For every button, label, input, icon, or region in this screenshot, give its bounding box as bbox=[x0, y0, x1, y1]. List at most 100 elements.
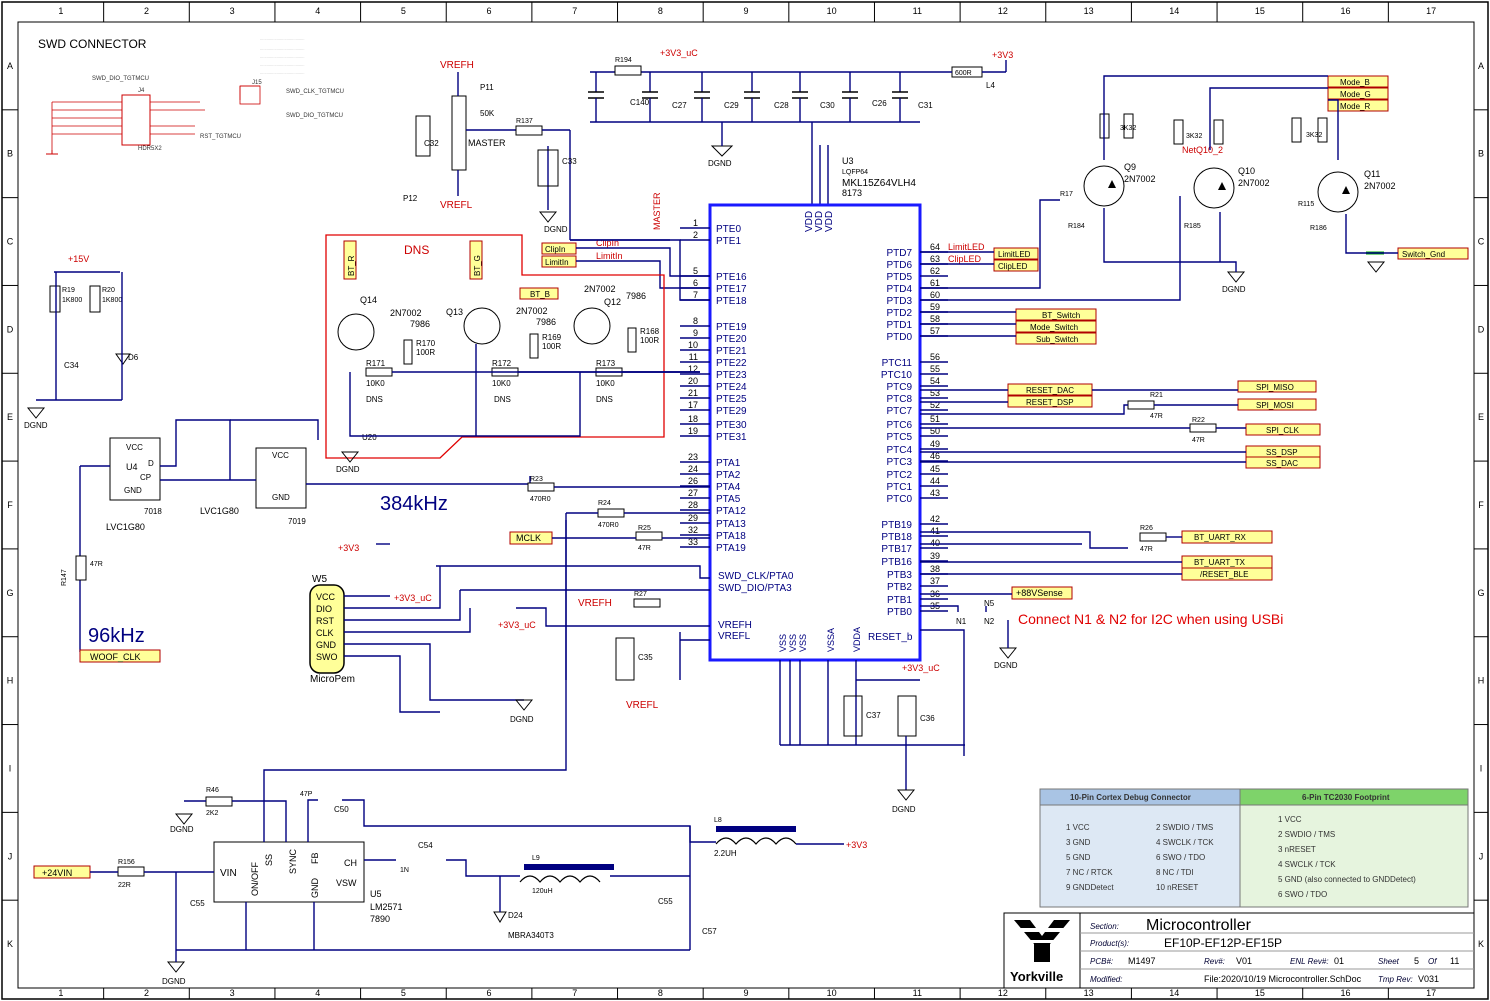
mcu-pin-number: 49 bbox=[930, 439, 940, 449]
row-marker-I: I bbox=[1480, 763, 1483, 773]
tb-rev-label: Rev#: bbox=[1204, 957, 1225, 966]
mcu-pin-name: PTC3 bbox=[886, 457, 912, 468]
q14-part: 2N7002 bbox=[390, 308, 422, 318]
row-marker-D: D bbox=[1478, 324, 1485, 334]
mcu-pin-name: PTE31 bbox=[716, 432, 747, 443]
swd-net-dio-label-2: SWD_DIO_TGTMCU bbox=[286, 113, 343, 119]
u5-gnd: GND bbox=[310, 878, 320, 899]
tb-products: EF10P-EF12P-EF15P bbox=[1164, 936, 1282, 950]
r46-gnd-label: DGND bbox=[170, 825, 194, 834]
mcu-pin-number: 54 bbox=[930, 376, 940, 386]
r115-ref: R115 bbox=[1298, 201, 1314, 208]
mcu-pin-number: 43 bbox=[930, 488, 940, 498]
mcu-pin-name: PTB18 bbox=[881, 532, 912, 543]
c33-gnd-label: DGND bbox=[544, 225, 568, 234]
reset-dac-netlabel: RESET_DAC bbox=[1026, 386, 1074, 395]
ss-dsp-netlabel: SS_DSP bbox=[1266, 448, 1298, 457]
mcu-part-number: MKL15Z64VLH4 bbox=[842, 178, 916, 189]
column-marker-13: 13 bbox=[1084, 988, 1094, 998]
q14-code: 7986 bbox=[410, 319, 430, 329]
mcu-pin-name: PTE19 bbox=[716, 322, 747, 333]
mode-b-netlabel: Mode_B bbox=[1340, 78, 1370, 87]
mode-led-drivers: Mode_B Mode_G Mode_R NetQ10_2 Q9 2N7002 … bbox=[1060, 75, 1469, 294]
r172-ref: R172 bbox=[492, 359, 512, 368]
c55a-ref: C55 bbox=[190, 899, 205, 908]
mosfet-icon bbox=[1317, 171, 1359, 213]
mcu-pin-number: 19 bbox=[688, 426, 698, 436]
l4-value: 600R bbox=[955, 70, 972, 77]
master-label: MASTER bbox=[468, 138, 506, 148]
w5-pin-label: RST bbox=[316, 616, 335, 626]
tb-of-label: Of bbox=[1428, 957, 1437, 966]
mcu-pin-name: PTA19 bbox=[716, 543, 746, 554]
column-marker-6: 6 bbox=[487, 988, 492, 998]
r171-dns: DNS bbox=[366, 395, 383, 404]
c50-value: 47P bbox=[300, 791, 313, 798]
mcu-pin-name: PTA4 bbox=[716, 482, 741, 493]
q12-ref: Q12 bbox=[604, 297, 621, 307]
resistor-icon bbox=[1213, 119, 1224, 145]
debug-connector-table: 10-Pin Cortex Debug Connector 6-Pin TC20… bbox=[1039, 788, 1469, 908]
q13-part: 2N7002 bbox=[516, 306, 548, 316]
mcu-pin-name: PTC2 bbox=[886, 470, 912, 481]
mcu-pin-number: 18 bbox=[688, 414, 698, 424]
r168-value: 100R bbox=[640, 336, 659, 345]
w5-pin-label: CLK bbox=[316, 628, 334, 638]
tb-tmp: V031 bbox=[1418, 974, 1439, 984]
dns-outline bbox=[325, 234, 665, 459]
r156-value: 22R bbox=[118, 882, 131, 889]
table-left-title: 10-Pin Cortex Debug Connector bbox=[1070, 793, 1191, 802]
r20-value: 1K800 bbox=[102, 297, 122, 304]
c55b-ref: C55 bbox=[658, 897, 673, 906]
r172-dns: DNS bbox=[494, 395, 511, 404]
mcu-pin-number: 51 bbox=[930, 414, 940, 424]
r170-ref: R170 bbox=[416, 339, 436, 348]
mcu-pin-number: 32 bbox=[688, 525, 698, 535]
ss-dac-netlabel: SS_DAC bbox=[1266, 459, 1298, 468]
mcu-vss-1: VSS bbox=[778, 634, 788, 652]
row-marker-D: D bbox=[7, 324, 14, 334]
column-marker-3: 3 bbox=[230, 6, 235, 16]
mcu-pin-number: 41 bbox=[930, 526, 940, 536]
q-gnd-label: DGND bbox=[1222, 285, 1246, 294]
u4-ref: U4 bbox=[126, 462, 138, 472]
yorkville-logo-icon bbox=[1012, 920, 1070, 962]
r27-ref: R27 bbox=[634, 591, 647, 598]
u19-code: 7019 bbox=[288, 517, 306, 526]
q10-ref: Q10 bbox=[1238, 166, 1255, 176]
p11-ref: P11 bbox=[480, 83, 494, 92]
resistor-icon bbox=[1317, 117, 1328, 143]
mcu-pin-name: PTE23 bbox=[716, 370, 747, 381]
d24-ref: D24 bbox=[508, 911, 523, 920]
resistor-icon bbox=[1173, 119, 1184, 145]
mcu-pin-number: 1 bbox=[693, 218, 698, 228]
r184-ref: R184 bbox=[1068, 223, 1085, 230]
w-v3-label: +3V3 bbox=[338, 543, 359, 553]
column-marker-12: 12 bbox=[998, 6, 1008, 16]
q9-part: 2N7002 bbox=[1124, 174, 1156, 184]
row-marker-E: E bbox=[1478, 412, 1484, 422]
mcu-pin-name: PTB17 bbox=[881, 544, 912, 555]
mcu-pin-name: PTB2 bbox=[887, 582, 912, 593]
clipin-netlabel: ClipIn bbox=[545, 245, 565, 254]
c36-ref: C36 bbox=[920, 714, 935, 723]
r21-ref: R21 bbox=[1150, 392, 1163, 399]
svg-text:..............................: ........................................ bbox=[260, 70, 304, 75]
mcu-pin-name: PTB1 bbox=[887, 595, 912, 606]
v24-netlabel: +24VIN bbox=[42, 868, 72, 878]
column-marker-10: 10 bbox=[827, 988, 837, 998]
mcu-pin-number: 8 bbox=[693, 316, 698, 326]
x1-v3uc-label: +3V3_uC bbox=[498, 620, 536, 630]
n-gnd-label: DGND bbox=[994, 661, 1018, 670]
d24-part: MBRA340T3 bbox=[508, 931, 554, 940]
title-block: Yorkville Section: Microcontroller Produ… bbox=[1003, 912, 1475, 989]
d6-ref: D6 bbox=[128, 353, 139, 362]
u20-ref: U20 bbox=[362, 433, 377, 442]
r168-ref: R168 bbox=[640, 327, 660, 336]
r23-value: 470R0 bbox=[530, 496, 551, 503]
mcu-pin-name: PTC4 bbox=[886, 445, 912, 456]
mcu-pin-number: 38 bbox=[930, 564, 940, 574]
clipin-wire-label: ClipIn bbox=[596, 238, 619, 248]
